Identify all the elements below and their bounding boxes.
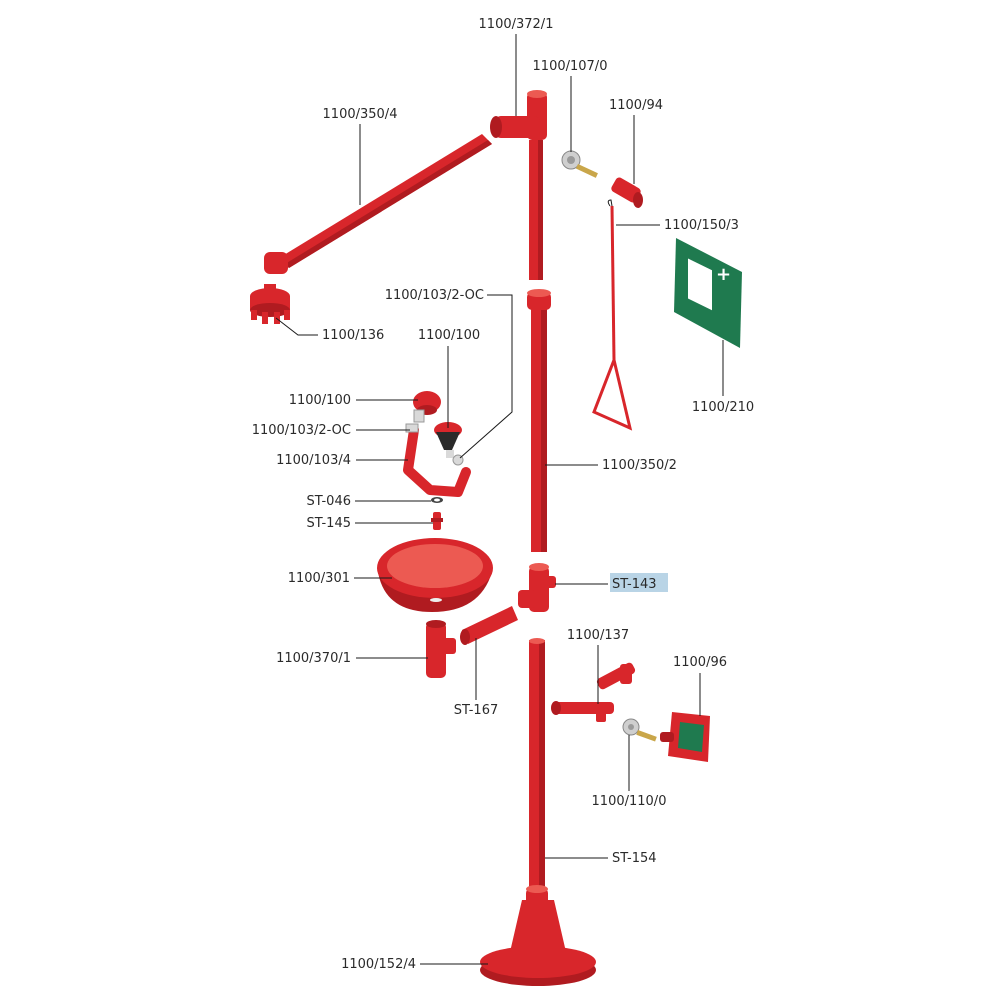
label-1100-103-4: 1100/103/4	[276, 453, 351, 468]
label-1100-350-4: 1100/350/4	[323, 107, 398, 122]
label-1100-103-2-oc-top: 1100/103/2-OC	[385, 288, 484, 303]
part-elbow	[426, 620, 456, 678]
label-1100-370-1: 1100/370/1	[276, 651, 351, 666]
label-st-167: ST-167	[454, 703, 499, 718]
part-shower-sign: +	[674, 238, 742, 348]
label-1100-210: 1100/210	[692, 400, 754, 415]
label-1100-96: 1100/96	[673, 655, 727, 670]
part-eyewash-arm	[551, 662, 636, 722]
part-short-pipe	[460, 606, 518, 645]
label-st-154: ST-154	[612, 851, 657, 866]
part-base	[480, 885, 596, 986]
label-1100-100-right: 1100/100	[418, 328, 480, 343]
part-shower-arm	[264, 134, 492, 274]
label-1100-100-left: 1100/100	[289, 393, 351, 408]
part-shower-valve	[561, 150, 598, 178]
part-shower-head	[250, 284, 290, 324]
label-1100-137: 1100/137	[567, 628, 629, 643]
label-1100-110-0: 1100/110/0	[592, 794, 667, 809]
part-eyewash-bowl	[377, 538, 493, 612]
part-fitting	[431, 512, 443, 530]
highlight-box	[610, 573, 668, 592]
label-1100-372-1: 1100/372/1	[479, 17, 554, 32]
part-eyewash-head-left	[413, 391, 441, 423]
label-1100-103-2-oc-left: 1100/103/2-OC	[252, 423, 351, 438]
label-1100-152-4: 1100/152/4	[341, 957, 416, 972]
label-st-046: ST-046	[306, 494, 351, 509]
label-1100-107-0: 1100/107/0	[533, 59, 608, 74]
part-eyewash-valve	[622, 718, 657, 742]
part-eyewash-head-right	[434, 422, 462, 458]
part-middle-pipe	[527, 289, 551, 552]
part-pull-rod	[592, 199, 633, 431]
svg-text:+: +	[716, 264, 731, 285]
label-1100-94: 1100/94	[609, 98, 663, 113]
part-washer-hole	[434, 498, 440, 502]
part-lower-pipe	[529, 638, 545, 892]
label-1100-301: 1100/301	[288, 571, 350, 586]
label-st-143: ST-143	[612, 577, 657, 592]
label-1100-150-3: 1100/150/3	[664, 218, 739, 233]
part-valve-actuator	[611, 177, 643, 208]
part-push-flag	[660, 712, 710, 762]
label-st-145: ST-145	[306, 516, 351, 531]
label-1100-350-2: 1100/350/2	[602, 458, 677, 473]
part-tee-fitting	[518, 563, 556, 612]
leader-lines	[275, 34, 724, 965]
label-1100-136: 1100/136	[322, 328, 384, 343]
part-top-tee	[490, 90, 547, 140]
part-upper-pipe-shade	[538, 140, 543, 280]
